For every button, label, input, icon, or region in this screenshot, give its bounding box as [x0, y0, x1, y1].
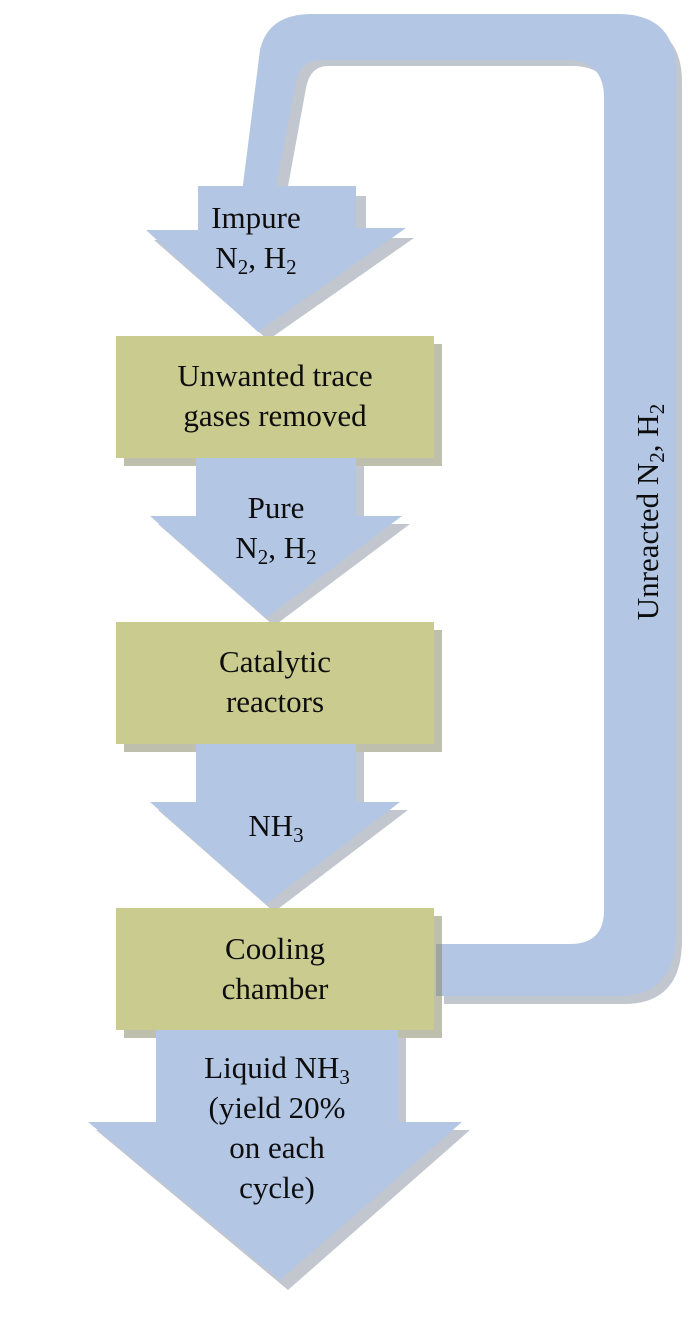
impure-feed-title: Impure	[211, 200, 301, 235]
impure-feed-species: N2, H2	[186, 238, 326, 278]
trace-gas-box-label: Unwanted trace gases removed	[116, 356, 434, 436]
output-line-2: (yield 20%	[208, 1090, 346, 1125]
recycle-sub-2: 2	[644, 403, 669, 415]
output-line-1: Liquid NH3	[156, 1048, 398, 1088]
recycle-middle: , H	[630, 414, 665, 453]
trace-gas-box	[116, 336, 434, 458]
trace-gas-line-2: gases removed	[183, 398, 367, 433]
pure-feed-label: Pure N2, H2	[206, 488, 346, 568]
impure-arrow	[146, 186, 406, 332]
reactor-line-2: reactors	[225, 684, 325, 719]
pure-feed-species: N2, H2	[206, 528, 346, 568]
pure-arrow	[150, 458, 402, 618]
pure-feed-title: Pure	[247, 490, 305, 525]
cooling-line-2: chamber	[221, 971, 329, 1006]
ammonia-label: NH3	[196, 806, 356, 846]
ammonia-arrow	[150, 744, 400, 904]
recycle-loop	[236, 14, 676, 996]
ammonia-formula: NH3	[196, 806, 356, 846]
recycle-prefix: Unreacted N	[630, 462, 665, 621]
output-arrow	[88, 1030, 462, 1280]
impure-feed-label: Impure N2, H2	[186, 198, 326, 278]
species-symbol: N	[215, 240, 238, 275]
cooling-line-1: Cooling	[225, 931, 325, 966]
output-line-3: on each	[229, 1130, 325, 1165]
species-subscript: 2	[306, 544, 317, 569]
output-label: Liquid NH3 (yield 20% on each cycle)	[156, 1048, 398, 1208]
output-line-1-subscript: 3	[339, 1064, 350, 1089]
species-symbol: H	[283, 530, 307, 565]
species-subscript: 2	[237, 254, 249, 279]
recycle-label: Unreacted N2, H2	[630, 403, 669, 621]
cooling-box-label: Cooling chamber	[116, 929, 434, 1009]
species-subscript: 2	[286, 254, 297, 279]
output-line-4: cycle)	[239, 1170, 315, 1205]
species-separator: ,	[268, 530, 284, 565]
species-separator: ,	[248, 240, 264, 275]
species-symbol: H	[263, 240, 287, 275]
reactor-line-1: Catalytic	[219, 644, 331, 679]
ammonia-subscript: 3	[293, 822, 304, 847]
cooling-box	[116, 908, 434, 1030]
species-symbol: N	[235, 530, 258, 565]
ammonia-symbol: NH	[248, 808, 294, 843]
reactor-box-label: Catalytic reactors	[116, 642, 434, 722]
trace-gas-line-1: Unwanted trace	[177, 358, 373, 393]
reactor-box	[116, 622, 434, 744]
species-subscript: 2	[257, 544, 269, 569]
recycle-sub-1: 2	[644, 452, 669, 463]
output-line-1-text: Liquid NH	[204, 1050, 340, 1085]
